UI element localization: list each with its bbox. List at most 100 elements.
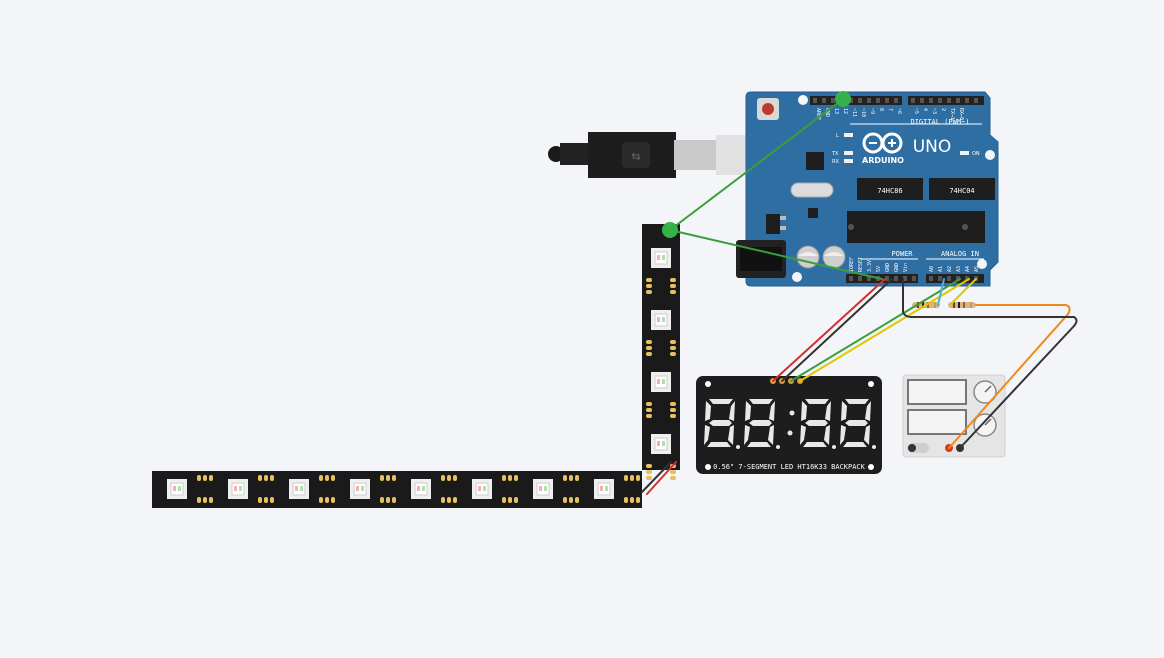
- digital-header-left[interactable]: [810, 96, 902, 105]
- solder-pads: [646, 402, 676, 418]
- bottom-pin-label: A2: [947, 266, 953, 272]
- wire-orange-positive[interactable]: [948, 304, 1071, 449]
- crystal: [790, 182, 834, 198]
- analog-header[interactable]: [926, 274, 984, 283]
- led-pixel[interactable]: [350, 479, 370, 499]
- wire-green-gnd[interactable]: [669, 229, 883, 280]
- regulator: [766, 214, 780, 234]
- wire-black-gnd[interactable]: [781, 278, 893, 382]
- top-pin-label: 8: [878, 108, 884, 111]
- led-pixel[interactable]: [651, 372, 671, 392]
- wire-yellow-a5[interactable]: [949, 278, 977, 306]
- small-chip: [808, 208, 818, 218]
- reset-button-cap[interactable]: [762, 103, 774, 115]
- top-pin-label: GND: [824, 108, 830, 117]
- usb-cable[interactable]: ⇆: [548, 132, 760, 178]
- led-strip-horizontal[interactable]: [152, 471, 642, 508]
- solder-pads: [563, 475, 579, 503]
- connection-node[interactable]: [835, 91, 851, 107]
- mount-hole: [977, 259, 987, 269]
- led-pixel[interactable]: [289, 479, 309, 499]
- arduino-model: UNO: [913, 137, 952, 157]
- bottom-pin-label: GND: [894, 263, 900, 272]
- bottom-pin-label: 3.3V: [867, 260, 873, 272]
- top-pin-label: RX←0: [958, 108, 964, 120]
- bottom-pin-label: A1: [938, 266, 944, 272]
- connection-node[interactable]: [662, 222, 678, 238]
- mount-hole: [985, 150, 995, 160]
- segment-digit: [840, 399, 876, 449]
- l-led-label: L: [836, 133, 839, 139]
- segment-digit: [800, 399, 836, 449]
- solder-pads: [441, 475, 457, 503]
- arduino-logo-text: ARDUINO: [862, 156, 904, 165]
- wire-red-strip[interactable]: [646, 461, 677, 495]
- led-strip-vertical[interactable]: [642, 224, 680, 480]
- power-label: POWER: [891, 250, 913, 258]
- segment-digit: [704, 399, 740, 449]
- current-readout: [907, 409, 967, 435]
- voltage-readout: [907, 379, 967, 405]
- chip-74hc86[interactable]: [857, 178, 923, 200]
- wire-green-sda[interactable]: [790, 278, 961, 382]
- wire-blue-a2[interactable]: [937, 278, 945, 306]
- wire-green-top[interactable]: [669, 98, 844, 231]
- led-pixel[interactable]: [472, 479, 492, 499]
- bottom-pin-label: A3: [956, 266, 962, 272]
- led-pixel[interactable]: [594, 479, 614, 499]
- chip-74hc86-label: 74HC86: [877, 187, 902, 195]
- chip-74hc04-label: 74HC04: [949, 187, 974, 195]
- l-led: [844, 133, 853, 137]
- solder-pads: [502, 475, 518, 503]
- on-led: [960, 151, 969, 155]
- wires[interactable]: [641, 98, 1078, 495]
- top-pin-label: 12: [842, 108, 848, 114]
- solder-pads: [646, 278, 676, 294]
- led-pixel[interactable]: [228, 479, 248, 499]
- tx-led-label: TX: [831, 151, 839, 157]
- bottom-pin-label: A4: [965, 266, 971, 272]
- arduino-infinity-logo: [862, 132, 903, 154]
- wire-black-strip[interactable]: [641, 461, 672, 493]
- bottom-pin-label: A5: [974, 266, 980, 272]
- bottom-pin-label: 5V: [876, 266, 882, 272]
- top-pin-label: ~6: [896, 108, 902, 114]
- rx-led-label: RX: [832, 159, 839, 165]
- segment-colon: [787, 410, 795, 436]
- chip-74hc04[interactable]: [929, 178, 995, 200]
- top-pin-label: 2: [940, 108, 946, 111]
- power-supply[interactable]: [902, 374, 1006, 458]
- led-pixel[interactable]: [651, 310, 671, 330]
- analog-label: ANALOG IN: [941, 250, 979, 258]
- top-pin-label: 4: [922, 108, 928, 111]
- segment-digit: [744, 399, 780, 449]
- wire-red-5v[interactable]: [772, 278, 886, 382]
- display-caption: 0.56" 7-SEGMENT LED HT16K33 BACKPACK: [713, 463, 866, 471]
- on-led-label: ON: [972, 151, 980, 157]
- top-pin-label: ~11: [851, 108, 857, 117]
- mount-hole: [798, 95, 808, 105]
- solder-pads: [646, 340, 676, 356]
- top-pin-label: TX→1: [949, 108, 955, 120]
- wire-yellow-scl[interactable]: [799, 278, 970, 382]
- solder-pads: [624, 475, 640, 503]
- top-pin-label: 13: [833, 108, 839, 114]
- bottom-pin-label: IOREF: [849, 257, 855, 272]
- bottom-pin-label: A0: [929, 266, 935, 272]
- digital-header-right[interactable]: [908, 96, 984, 105]
- resistor-2[interactable]: [948, 302, 976, 308]
- solder-pads: [197, 475, 213, 503]
- tx-led: [844, 151, 853, 155]
- led-pixel[interactable]: [533, 479, 553, 499]
- led-pixel[interactable]: [167, 479, 187, 499]
- wire-black-negative[interactable]: [902, 278, 1078, 449]
- bottom-pin-label: Vin: [903, 263, 909, 272]
- led-pixel[interactable]: [411, 479, 431, 499]
- led-pixel[interactable]: [651, 248, 671, 268]
- usb-icon: ⇆: [631, 150, 640, 163]
- top-pin-label: 7: [887, 108, 893, 111]
- led-pixel[interactable]: [651, 434, 671, 454]
- seven-segment-display[interactable]: 0.56" 7-SEGMENT LED HT16K33 BACKPACK: [696, 376, 882, 474]
